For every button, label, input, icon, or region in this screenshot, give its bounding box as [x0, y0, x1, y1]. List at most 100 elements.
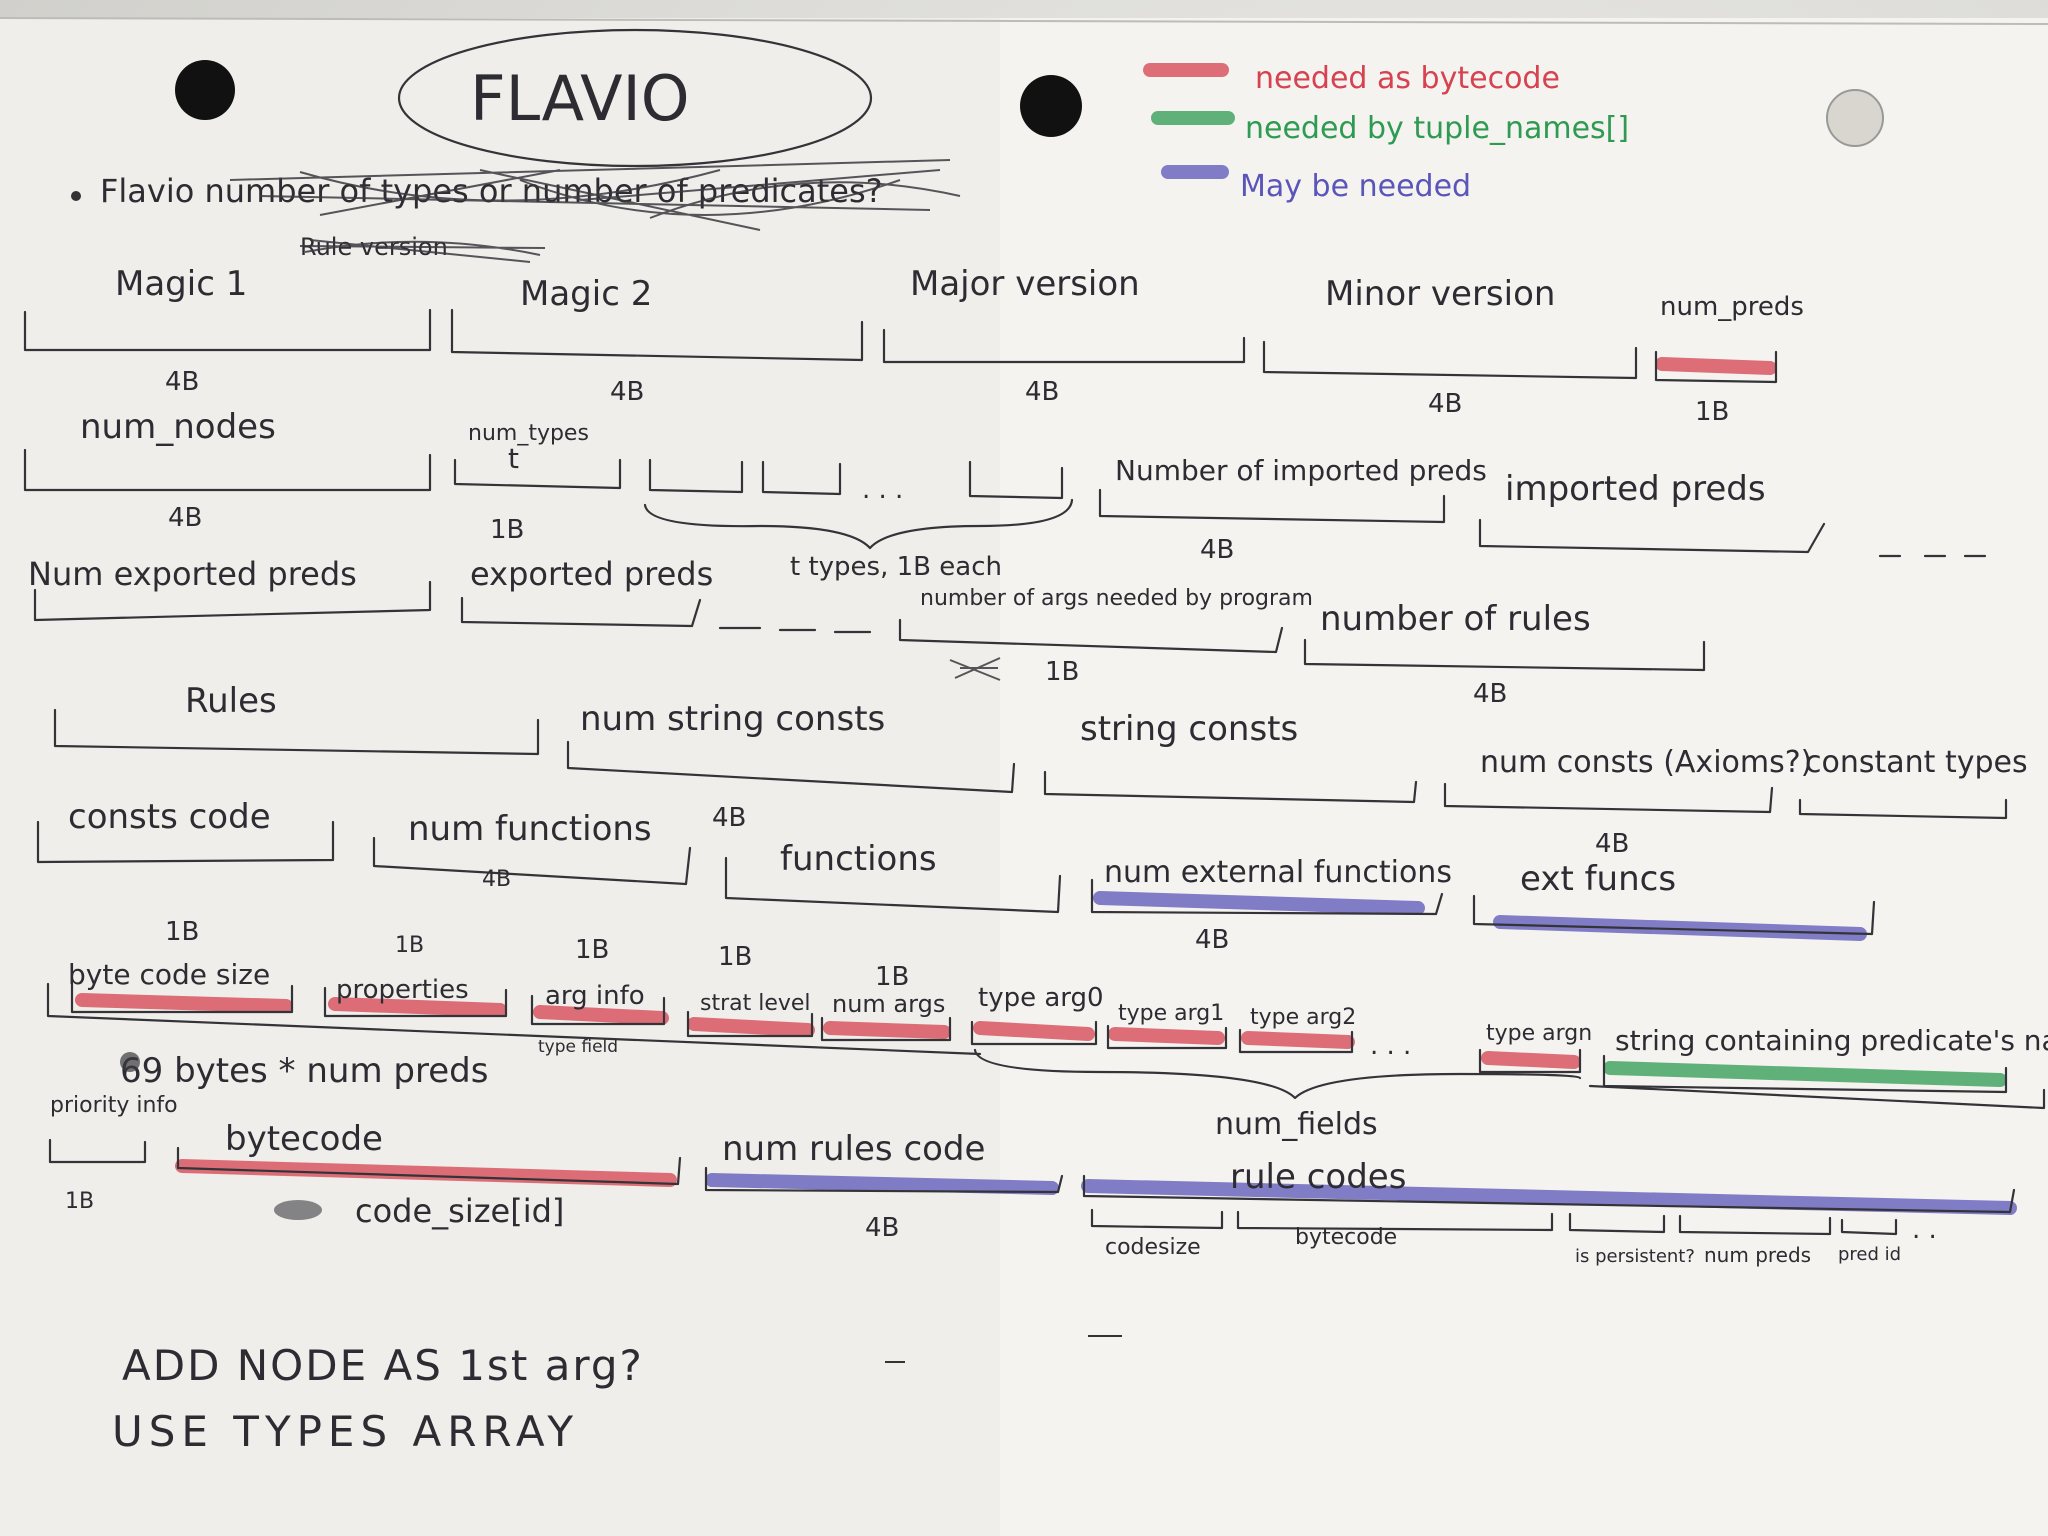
magic1-size: 4B: [165, 367, 199, 397]
major-version-size: 4B: [1025, 377, 1059, 407]
num-nodes-label: num_nodes: [80, 407, 276, 447]
num-external-size: 4B: [1195, 925, 1229, 955]
num-string-consts-size: 4B: [712, 803, 746, 833]
num-fields-label: num_fields: [1215, 1107, 1378, 1142]
punch-hole: [175, 60, 235, 120]
num-nodes-size: 4B: [168, 503, 202, 533]
num-imported-label: Number of imported preds: [1115, 454, 1487, 487]
string-pred-highlight: [1603, 1061, 2007, 1087]
type-arg2-highlight: [1241, 1031, 1355, 1049]
num-preds-highlight: [1655, 357, 1777, 375]
consts-code-label: consts code: [68, 797, 271, 837]
num-args-program-size: 1B: [1045, 657, 1079, 687]
code-size-highlight: [75, 993, 293, 1013]
strat-level-size: 1B: [718, 942, 752, 972]
magic1-label: Magic 1: [115, 264, 247, 304]
legend-blue-label: May be needed: [1240, 169, 1471, 204]
num-args-size: 1B: [875, 962, 909, 992]
num-consts-size: 4B: [1595, 829, 1629, 859]
num-rules-code-size: 4B: [865, 1213, 899, 1243]
rule-codes-sub-codesize: codesize: [1105, 1235, 1201, 1260]
rule-codes-sub-pred-id: pred id: [1838, 1244, 1901, 1265]
major-version-label: Major version: [910, 264, 1140, 304]
types-brace: [643, 498, 1074, 550]
code-size-size: 1B: [165, 917, 199, 947]
num-external-label: num external functions: [1104, 855, 1452, 890]
num-args-label: num args: [832, 990, 945, 1018]
code-size-label: byte code size: [68, 958, 270, 991]
rule-codes-sub-num-preds: num preds: [1704, 1243, 1811, 1267]
punch-hole: [1020, 75, 1082, 137]
type-argn-highlight: [1481, 1051, 1581, 1069]
title-ellipse: [397, 28, 873, 168]
type-args-ellipsis: . . .: [1370, 1031, 1411, 1061]
num-imported-size: 4B: [1200, 535, 1234, 565]
imported-preds-label: imported preds: [1505, 469, 1766, 509]
num-fields-brace: [973, 1048, 1582, 1100]
num-consts-label: num consts (Axioms?): [1480, 745, 1812, 780]
num-preds-label: num_preds: [1660, 292, 1804, 322]
note-use-types-array: USE TYPES ARRAY: [112, 1407, 579, 1456]
num-functions-label: num functions: [408, 809, 652, 849]
string-consts-label: string consts: [1080, 709, 1298, 749]
magic2-size: 4B: [610, 377, 644, 407]
bytecode-label: bytecode: [225, 1119, 383, 1159]
punch-hole: [1826, 89, 1884, 147]
t-types-label: t types, 1B each: [790, 552, 1002, 582]
minor-version-label: Minor version: [1325, 274, 1555, 314]
legend-red-label: needed as bytecode: [1255, 61, 1560, 96]
num-rules-code-highlight: [705, 1173, 1059, 1195]
rule-codes-sub-ellipsis: . .: [1912, 1215, 1937, 1245]
types-ellipsis: . . .: [862, 475, 903, 505]
num-rules-label: number of rules: [1320, 599, 1591, 639]
constant-types-label: constant types: [1805, 745, 2028, 780]
num-preds-size: 1B: [1695, 397, 1729, 427]
type-arg1-highlight: [1108, 1027, 1225, 1045]
page-title: FLAVIO: [470, 62, 690, 135]
num-types-size: 1B: [490, 515, 524, 545]
num-types-t: t: [508, 442, 519, 475]
legend-green-label: needed by tuple_names[]: [1245, 111, 1629, 146]
magic2-label: Magic 2: [520, 274, 652, 314]
minor-version-size: 4B: [1428, 389, 1462, 419]
num-args-highlight: [823, 1021, 951, 1039]
type-slot: [761, 460, 842, 496]
num-functions-size: 4B: [482, 867, 511, 892]
type-arg0-highlight: [973, 1021, 1095, 1041]
rule-codes-sub-persistent: is persistent?: [1575, 1246, 1695, 1267]
strat-level-label: strat level: [700, 991, 811, 1016]
num-rules-size: 4B: [1473, 679, 1507, 709]
type-slot: [968, 460, 1064, 500]
note-add-node: ADD NODE AS 1st arg?: [122, 1341, 644, 1390]
rule-codes-sub-bytecode: bytecode: [1295, 1225, 1397, 1250]
functions-label: functions: [780, 839, 937, 879]
exported-preds-label: exported preds: [470, 555, 713, 593]
num-rules-code-label: num rules code: [722, 1129, 985, 1169]
bytecode-highlight: [175, 1159, 677, 1187]
arg-info-sub: type field: [538, 1037, 618, 1057]
priority-info-size: 1B: [65, 1189, 94, 1214]
string-pred-label: string containing predicate's name: [1615, 1024, 2048, 1057]
type-arg2-label: type arg2: [1250, 1005, 1356, 1030]
rule-codes-highlight: [1081, 1179, 2017, 1215]
bytes-note: 69 bytes * num preds: [120, 1051, 488, 1091]
type-arg1-label: type arg1: [1118, 1001, 1224, 1026]
arg-info-label: arg info: [545, 981, 645, 1011]
num-exported-label: Num exported preds: [28, 555, 357, 593]
priority-info-label: priority info: [50, 1093, 178, 1118]
num-string-consts-label: num string consts: [580, 699, 885, 739]
properties-size: 1B: [395, 933, 424, 958]
type-arg0-label: type arg0: [978, 983, 1104, 1013]
ext-funcs-label: ext funcs: [1520, 859, 1676, 899]
type-argn-label: type argn: [1486, 1021, 1592, 1046]
num-external-highlight: [1093, 891, 1425, 915]
rule-codes-label: rule codes: [1230, 1157, 1406, 1197]
arg-info-size: 1B: [575, 935, 609, 965]
arg-info-highlight: [533, 1005, 669, 1025]
properties-highlight: [328, 997, 507, 1017]
properties-label: properties: [336, 975, 469, 1005]
rules-label: Rules: [185, 681, 277, 721]
bytecode-size: code_size[id]: [355, 1192, 564, 1230]
strat-level-highlight: [687, 1017, 815, 1037]
